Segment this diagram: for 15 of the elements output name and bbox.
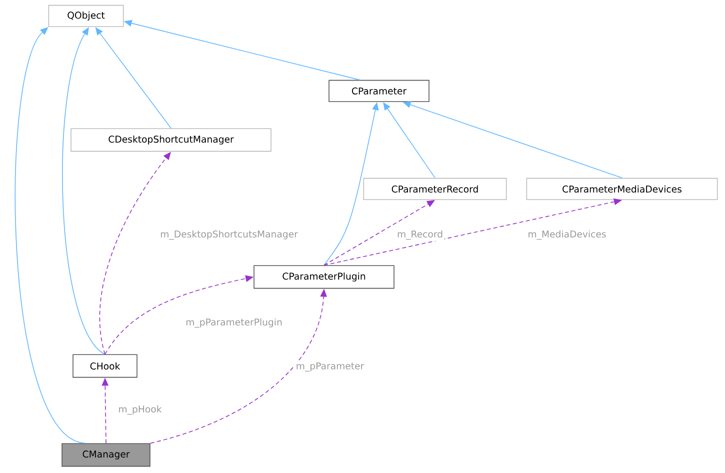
class-box: CParameterMediaDevices xyxy=(526,178,718,200)
class-box: CHook xyxy=(72,354,138,378)
edge-label: m_pParameter xyxy=(294,361,366,373)
edge-label: m_MediaDevices xyxy=(526,229,608,241)
class-box: CParameter xyxy=(328,80,430,102)
class-box: CDesktopShortcutManager xyxy=(70,128,272,152)
edge-label: m_pHook xyxy=(116,404,164,416)
arrow xyxy=(14,27,86,444)
class-box: CManager xyxy=(62,443,150,467)
class-box: QObject xyxy=(48,4,124,28)
class-box: CParameterPlugin xyxy=(254,265,394,289)
edge-label: m_Record xyxy=(396,229,444,241)
edge-label: m_pParameterPlugin xyxy=(184,317,284,329)
edge-label: m_DesktopShortcutsManager xyxy=(158,229,300,241)
class-box: CParameterRecord xyxy=(363,178,507,200)
